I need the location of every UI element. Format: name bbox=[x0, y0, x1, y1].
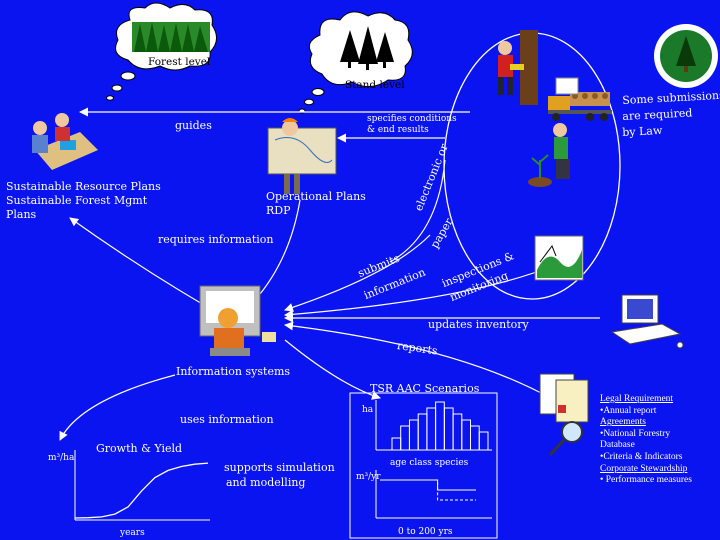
planter-icon bbox=[528, 123, 570, 187]
nfd-item-1: •National Forestry bbox=[600, 428, 671, 439]
growth-chart-axes bbox=[74, 450, 210, 521]
tsr-bar bbox=[478, 431, 489, 451]
sustainable-label-3: Plans bbox=[6, 208, 37, 221]
growth-curve bbox=[74, 462, 209, 519]
inspections-arrow bbox=[284, 264, 556, 319]
operational-label-2: RDP bbox=[266, 204, 291, 217]
logger-icon bbox=[498, 30, 538, 105]
stand-level-cloud bbox=[298, 11, 413, 114]
requires-info-label: requires information bbox=[158, 233, 274, 246]
tsr-arrow bbox=[284, 339, 381, 400]
legal-requirement-heading: Legal Requirement bbox=[600, 394, 674, 404]
annual-report-item: •Annual report bbox=[600, 405, 657, 416]
computer-icon bbox=[610, 294, 684, 349]
range-axis-label: 0 to 200 yrs bbox=[398, 527, 453, 537]
tree-stand-icon bbox=[340, 26, 394, 70]
map-reader-icon bbox=[267, 118, 337, 194]
tsr-bar bbox=[470, 425, 480, 451]
tsr-bar bbox=[435, 401, 445, 451]
tsr-series-line bbox=[380, 479, 476, 491]
tsr-bar bbox=[443, 407, 454, 451]
forest-service-seal-icon bbox=[654, 24, 718, 88]
supports-label-1: supports simulation bbox=[224, 461, 335, 474]
growth-arrow bbox=[59, 374, 176, 441]
tsr-bar bbox=[461, 419, 471, 451]
electronic-paper-curve bbox=[389, 159, 446, 263]
logging-truck-icon bbox=[548, 77, 612, 121]
tsr-bar bbox=[409, 419, 419, 451]
guides-label: guides bbox=[175, 119, 212, 132]
specifies-label-1: specifies conditions bbox=[367, 114, 457, 124]
stand-level-label: Stand level bbox=[345, 79, 405, 91]
computer-operator-icon bbox=[199, 285, 276, 356]
legal-requirements-list: Legal Requirement •Annual report Agreeme… bbox=[600, 394, 718, 487]
tsr-bar bbox=[417, 413, 428, 451]
m3yr-axis-label: m³/yr bbox=[356, 472, 381, 482]
tsr-bar bbox=[391, 437, 402, 451]
submits-arrow bbox=[284, 234, 431, 312]
op-plans-link bbox=[254, 199, 301, 301]
supports-label-2: and modelling bbox=[226, 476, 306, 489]
updates-inventory-label: updates inventory bbox=[428, 318, 529, 331]
agreements-heading: Agreements bbox=[600, 417, 646, 428]
specifies-label-2: & end results bbox=[367, 125, 429, 135]
reports-arrow bbox=[284, 321, 546, 396]
criteria-item: •Criteria & Indicators bbox=[600, 451, 683, 462]
forest-icon bbox=[132, 22, 210, 52]
tsr-series-line bbox=[380, 479, 476, 501]
report-icon bbox=[539, 373, 589, 457]
nfd-item-2: Database bbox=[600, 440, 635, 451]
age-class-label: age class species bbox=[390, 458, 469, 468]
submissions-label-3: by Law bbox=[622, 123, 663, 139]
m3ha-axis-label: m³/ha bbox=[48, 453, 75, 463]
tsr-bar bbox=[426, 407, 437, 451]
tsr-bar bbox=[400, 425, 410, 451]
ha-axis-label: ha bbox=[362, 405, 374, 415]
forest-level-label: Forest level bbox=[148, 56, 211, 68]
sustainable-label-2: Sustainable Forest Mgmt bbox=[6, 194, 148, 207]
performance-item: • Performance measures bbox=[600, 475, 692, 486]
operational-label-1: Operational Plans bbox=[266, 190, 366, 203]
growth-yield-title: Growth & Yield bbox=[96, 442, 183, 455]
landscape-icon bbox=[534, 235, 584, 281]
tsr-title: TSR AAC Scenarios bbox=[370, 382, 480, 395]
corporate-heading: Corporate Stewardship bbox=[600, 463, 688, 474]
tsr-bar bbox=[452, 413, 463, 451]
years-axis-label: years bbox=[120, 528, 145, 538]
uses-info-label: uses information bbox=[180, 413, 274, 426]
planners-icon bbox=[32, 113, 98, 170]
tsr-bars bbox=[391, 401, 489, 451]
information-systems-label: Information systems bbox=[176, 365, 291, 378]
tsr-lines bbox=[380, 479, 476, 501]
sustainable-label-1: Sustainable Resource Plans bbox=[6, 180, 161, 193]
